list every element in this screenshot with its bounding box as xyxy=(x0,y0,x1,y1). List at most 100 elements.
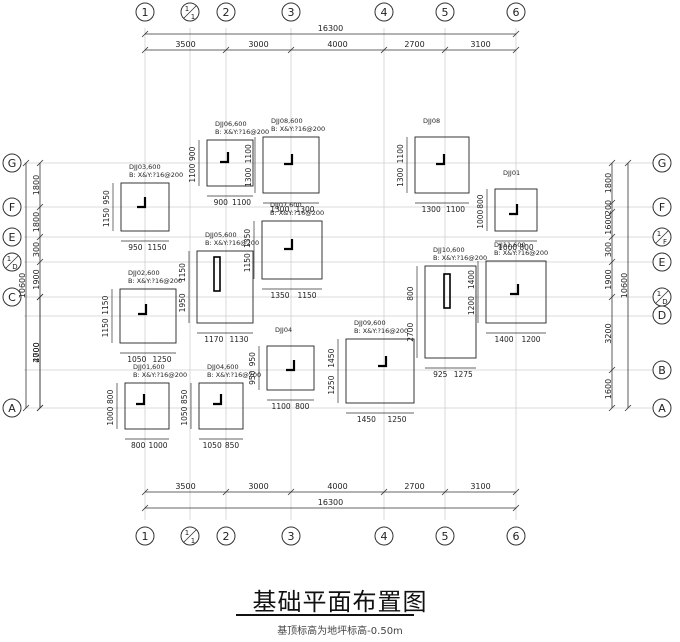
footing-note: B: X&Y:?16@200 xyxy=(354,327,408,335)
axis-bubble-label: 4 xyxy=(381,6,388,19)
axis-bubble-label: E xyxy=(9,231,16,244)
bottom-span-dim-tick xyxy=(441,488,449,496)
right-span-dim-tick xyxy=(608,208,616,216)
right-span-dim-text: 300 xyxy=(604,242,613,257)
axis-bubble-slash xyxy=(655,230,669,244)
footing-layer xyxy=(111,136,547,440)
bottom-span-dim-tick xyxy=(512,488,520,496)
footing-DJ08b xyxy=(406,136,470,204)
axis-bubble xyxy=(2,197,22,217)
top-span-dim-tick xyxy=(512,46,520,54)
footing-dim-text: 1200 xyxy=(521,335,540,344)
axis-bubble xyxy=(652,153,672,173)
top-total-dim-tick xyxy=(512,30,520,38)
axis-bubble xyxy=(506,2,526,22)
top-span-dim-text: 3100 xyxy=(470,40,490,49)
footing-outline xyxy=(424,265,477,359)
left-span-dim-tick xyxy=(36,159,44,167)
right-span-dim-text: 200 xyxy=(604,200,613,215)
footing-dim-text: 1050 xyxy=(180,406,189,425)
right-span-dim-tick xyxy=(608,233,616,241)
footing-dim-text: 1250 xyxy=(152,355,171,364)
footing-DJ01 xyxy=(116,382,170,440)
footing-dim-text: 1170 xyxy=(204,335,223,344)
footing-dim-text: 1400 xyxy=(494,335,513,344)
axis-bubble-label: 2 xyxy=(223,6,230,19)
footing-label: DJJ09,600 xyxy=(354,319,386,327)
footing-note: B: X&Y:?16@200 xyxy=(207,371,261,379)
footing-label: DJJ04,600 xyxy=(207,363,239,371)
footing-dim-text: 1250 xyxy=(327,375,336,394)
footing-dim-text: 1350 xyxy=(270,291,289,300)
bottom-span-dim-tick xyxy=(287,488,295,496)
footing-label: DJJ08 xyxy=(423,117,440,125)
bottom-span-dim-text: 3100 xyxy=(470,482,490,491)
footing-dim-text: 1050 xyxy=(203,441,222,450)
footing-dim-text: 950 xyxy=(128,243,143,252)
footing-label: DJJ01,600 xyxy=(133,363,165,371)
footing-dim-text: 1250 xyxy=(387,415,406,424)
axis-bubble xyxy=(281,526,301,546)
footing-DJ08 xyxy=(254,136,320,204)
left-span-dim-tick xyxy=(36,203,44,211)
axis-bubble-label: 3 xyxy=(288,530,295,543)
footing-note: B: X&Y:?16@200 xyxy=(215,128,269,136)
top-span-dim-tick xyxy=(141,46,149,54)
footing-DJ01b xyxy=(486,188,538,242)
footing-DJ04 xyxy=(190,382,244,440)
axis-bubble-slash xyxy=(5,255,19,269)
axis-bubble-label: 1 xyxy=(142,530,149,543)
footing-label: DJJ03,600 xyxy=(129,163,161,171)
axis-bubble xyxy=(135,526,155,546)
right-span-dim-tick xyxy=(608,258,616,266)
axis-bubble-label: 1 xyxy=(142,6,149,19)
top-span-dim-tick xyxy=(222,46,230,54)
footing-note: B: X&Y:?16@200 xyxy=(205,239,259,247)
footing-label: DJJ08,600 xyxy=(271,117,303,125)
footing-dim-text: 1150 xyxy=(297,291,316,300)
footing-dim-text: 1200 xyxy=(467,296,476,315)
left-total-dim-text: 10600 xyxy=(18,273,27,298)
axis-bubble xyxy=(216,2,236,22)
right-span-dim-text: 1900 xyxy=(604,269,613,289)
left-span-dim-text: 300 xyxy=(32,242,41,257)
footing-dim-text: 1100 xyxy=(232,198,251,207)
footing-outline xyxy=(119,288,177,344)
footing-dim-text: 1300 xyxy=(396,168,405,187)
axis-bubble-label: 6 xyxy=(513,530,520,543)
axis-bubble xyxy=(2,153,22,173)
footing-label: DJJ02,600 xyxy=(128,269,160,277)
bottom-span-dim-tick xyxy=(380,488,388,496)
title-underline xyxy=(236,614,414,616)
footing-dim-text: 1275 xyxy=(454,370,473,379)
axis-bubble xyxy=(652,252,672,272)
right-total-dim-tick xyxy=(624,159,632,167)
axis-bubble xyxy=(652,398,672,418)
footing-outline xyxy=(120,182,170,232)
left-span-dim-tick xyxy=(36,258,44,266)
footing-DJ09 xyxy=(337,338,415,414)
footing-dim-text: 1300 xyxy=(244,168,253,187)
left-span-dim-text: 1800 xyxy=(32,212,41,232)
footing-outline xyxy=(198,382,244,430)
footing-outline xyxy=(414,136,470,194)
column-stub xyxy=(378,356,388,368)
axis-bubble xyxy=(2,287,22,307)
footing-outline xyxy=(261,220,323,280)
footing-dim-text: 1300 xyxy=(270,205,289,214)
axis-bubble xyxy=(281,2,301,22)
axis-bubble-label: 1 xyxy=(657,230,661,238)
axis-bubble-label: F xyxy=(659,201,665,214)
footing-dim-text: 1450 xyxy=(357,415,376,424)
axis-bubble-label: C xyxy=(8,291,16,304)
top-span-dim-tick xyxy=(380,46,388,54)
footing-dim-text: 900 xyxy=(214,198,229,207)
left-total-dim-tick xyxy=(22,159,30,167)
footing-dim-text: 1100 xyxy=(396,144,405,163)
column-stub xyxy=(436,154,446,166)
footing-dim-text: 1150 xyxy=(243,253,252,272)
axis-bubble-label: D xyxy=(662,298,667,306)
left-span-dim-text: 1800 xyxy=(32,175,41,195)
top-total-dim-tick xyxy=(141,30,149,38)
